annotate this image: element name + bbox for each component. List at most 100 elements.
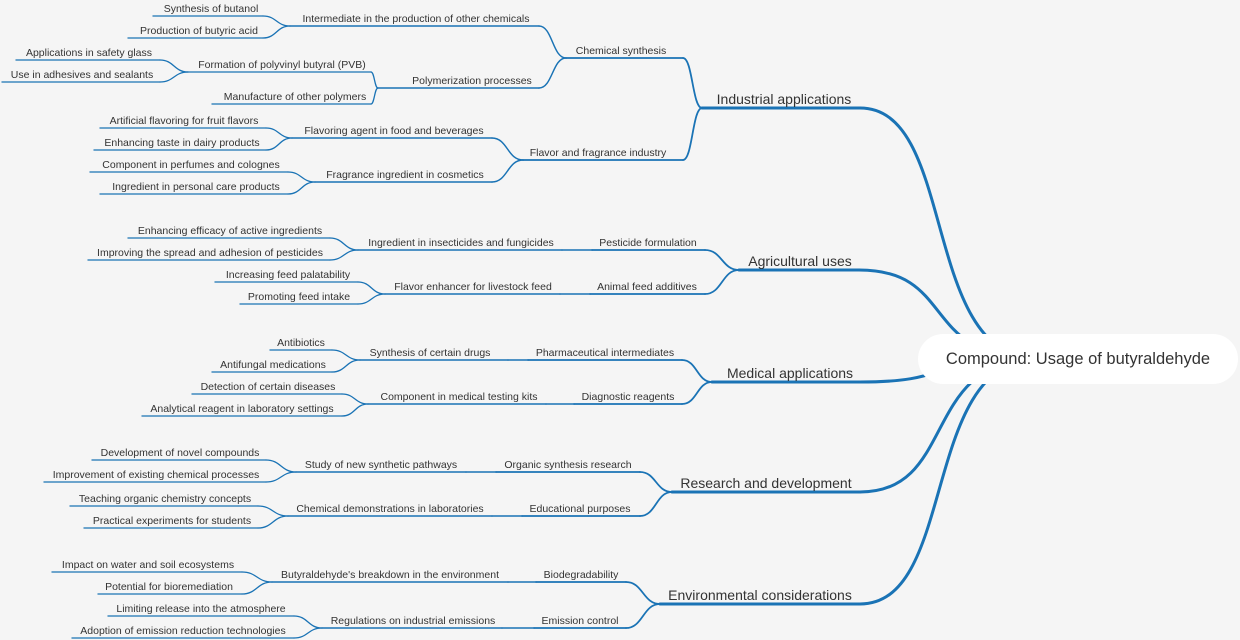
node-emission-control[interactable]: Emission control <box>541 615 618 627</box>
connector <box>357 281 386 295</box>
node-impact-on-water-and-soil-ecosystems[interactable]: Impact on water and soil ecosystems <box>62 559 234 571</box>
node-improvement-of-existing-chemical-processes[interactable]: Improvement of existing chemical process… <box>53 469 260 481</box>
connector <box>858 357 1040 606</box>
connector <box>357 293 386 305</box>
connector <box>639 491 673 517</box>
node-pesticide-formulation[interactable]: Pesticide formulation <box>599 237 697 249</box>
node-analytical-reagent-in-laboratory-settings[interactable]: Analytical reagent in laboratory setting… <box>150 403 333 415</box>
connector <box>491 159 524 183</box>
node-labels: Industrial applications Chemical synthesi… <box>11 3 853 637</box>
node-polymerization-processes[interactable]: Polymerization processes <box>412 75 532 87</box>
node-regulations-on-industrial-emissions[interactable]: Regulations on industrial emissions <box>331 615 496 627</box>
connector <box>293 615 323 629</box>
node-educational-purposes[interactable]: Educational purposes <box>530 503 631 515</box>
node-component-in-perfumes-and-colognes[interactable]: Component in perfumes and colognes <box>102 159 279 171</box>
connector <box>265 137 293 151</box>
node-increasing-feed-palatability[interactable]: Increasing feed palatability <box>226 269 351 281</box>
connector <box>491 137 524 161</box>
node-applications-in-safety-glass[interactable]: Applications in safety glass <box>26 47 152 59</box>
root-node[interactable]: Compound: Usage of butyraldehyde <box>918 334 1238 384</box>
node-limiting-release-into-the-atmosphere[interactable]: Limiting release into the atmosphere <box>116 603 285 615</box>
node-potential-for-bioremediation[interactable]: Potential for bioremediation <box>105 581 233 593</box>
connector <box>159 59 189 73</box>
connector <box>265 459 297 473</box>
connector <box>538 25 567 59</box>
connector <box>241 581 273 595</box>
node-pharmaceutical-intermediates[interactable]: Pharmaceutical intermediates <box>536 347 674 359</box>
connector <box>704 269 740 295</box>
connector <box>370 71 379 89</box>
node-environmental-considerations[interactable]: Environmental considerations <box>668 587 852 603</box>
node-medical-applications[interactable]: Medical applications <box>727 365 853 381</box>
connector <box>262 25 291 39</box>
node-antifungal-medications[interactable]: Antifungal medications <box>220 359 326 371</box>
node-formation-of-polyvinyl-butyral-pvb[interactable]: Formation of polyvinyl butyral (PVB) <box>198 59 365 71</box>
connector <box>538 57 567 89</box>
connector <box>159 71 189 83</box>
node-practical-experiments-for-students[interactable]: Practical experiments for students <box>93 515 251 527</box>
node-improving-the-spread-and-adhesion-of-pesticides[interactable]: Improving the spread and adhesion of pes… <box>97 247 323 259</box>
connector <box>625 603 661 629</box>
connector <box>257 505 289 517</box>
node-ingredient-in-insecticides-and-fungicides[interactable]: Ingredient in insecticides and fungicide… <box>368 237 554 249</box>
node-chemical-synthesis[interactable]: Chemical synthesis <box>576 45 666 57</box>
node-industrial-applications[interactable]: Industrial applications <box>717 91 852 107</box>
node-enhancing-taste-in-dairy-products[interactable]: Enhancing taste in dairy products <box>104 137 259 149</box>
node-promoting-feed-intake[interactable]: Promoting feed intake <box>248 291 350 303</box>
node-animal-feed-additives[interactable]: Animal feed additives <box>597 281 697 293</box>
node-component-in-medical-testing-kits[interactable]: Component in medical testing kits <box>381 391 538 403</box>
node-biodegradability[interactable]: Biodegradability <box>544 569 619 581</box>
connector <box>704 249 740 271</box>
node-detection-of-certain-diseases[interactable]: Detection of certain diseases <box>201 381 336 393</box>
node-organic-synthesis-research[interactable]: Organic synthesis research <box>504 459 631 471</box>
connector <box>681 381 713 405</box>
node-agricultural-uses[interactable]: Agricultural uses <box>748 253 852 269</box>
node-adoption-of-emission-reduction-technologies[interactable]: Adoption of emission reduction technolog… <box>80 625 285 637</box>
connector <box>287 181 316 195</box>
node-antibiotics[interactable]: Antibiotics <box>277 337 325 349</box>
node-synthesis-of-certain-drugs[interactable]: Synthesis of certain drugs <box>370 347 491 359</box>
connector <box>370 87 379 105</box>
connector <box>262 15 291 27</box>
connector <box>293 627 323 639</box>
node-flavor-and-fragrance-industry[interactable]: Flavor and fragrance industry <box>530 147 667 159</box>
node-study-of-new-synthetic-pathways[interactable]: Study of new synthetic pathways <box>305 459 457 471</box>
connector <box>257 515 289 529</box>
connector <box>265 127 293 139</box>
node-flavor-enhancer-for-livestock-feed[interactable]: Flavor enhancer for livestock feed <box>394 281 552 293</box>
node-enhancing-efficacy-of-active-ingredients[interactable]: Enhancing efficacy of active ingredients <box>138 225 322 237</box>
node-intermediate-in-the-production-of-other-chemicals[interactable]: Intermediate in the production of other … <box>302 13 529 25</box>
connector <box>341 403 369 417</box>
node-synthesis-of-butanol[interactable]: Synthesis of butanol <box>164 3 259 15</box>
node-artificial-flavoring-for-fruit-flavors[interactable]: Artificial flavoring for fruit flavors <box>110 115 259 127</box>
node-flavoring-agent-in-food-and-beverages[interactable]: Flavoring agent in food and beverages <box>304 125 483 137</box>
connector <box>329 237 359 251</box>
node-production-of-butyric-acid[interactable]: Production of butyric acid <box>140 25 258 37</box>
node-ingredient-in-personal-care-products[interactable]: Ingredient in personal care products <box>112 181 280 193</box>
connector <box>331 359 361 373</box>
connector <box>681 359 713 383</box>
node-butyraldehyde-s-breakdown-in-the-environment[interactable]: Butyraldehyde's breakdown in the environ… <box>281 569 499 581</box>
node-chemical-demonstrations-in-laboratories[interactable]: Chemical demonstrations in laboratories <box>296 503 483 515</box>
node-diagnostic-reagents[interactable]: Diagnostic reagents <box>582 391 675 403</box>
connector <box>265 471 297 483</box>
node-teaching-organic-chemistry-concepts[interactable]: Teaching organic chemistry concepts <box>79 493 251 505</box>
connector <box>639 471 673 493</box>
connector <box>287 171 316 183</box>
connector <box>858 106 1040 361</box>
connector <box>341 393 369 405</box>
node-development-of-novel-compounds[interactable]: Development of novel compounds <box>101 447 260 459</box>
connector-lines <box>1 15 1040 639</box>
connector <box>241 571 273 583</box>
node-research-and-development[interactable]: Research and development <box>680 475 851 491</box>
node-use-in-adhesives-and-sealants[interactable]: Use in adhesives and sealants <box>11 69 153 81</box>
node-fragrance-ingredient-in-cosmetics[interactable]: Fragrance ingredient in cosmetics <box>326 169 484 181</box>
connector <box>682 57 703 109</box>
connector <box>625 581 661 605</box>
root-label: Compound: Usage of butyraldehyde <box>945 349 1211 368</box>
connector <box>331 349 361 361</box>
node-manufacture-of-other-polymers[interactable]: Manufacture of other polymers <box>224 91 366 103</box>
connector <box>682 107 703 161</box>
connector <box>329 249 359 261</box>
